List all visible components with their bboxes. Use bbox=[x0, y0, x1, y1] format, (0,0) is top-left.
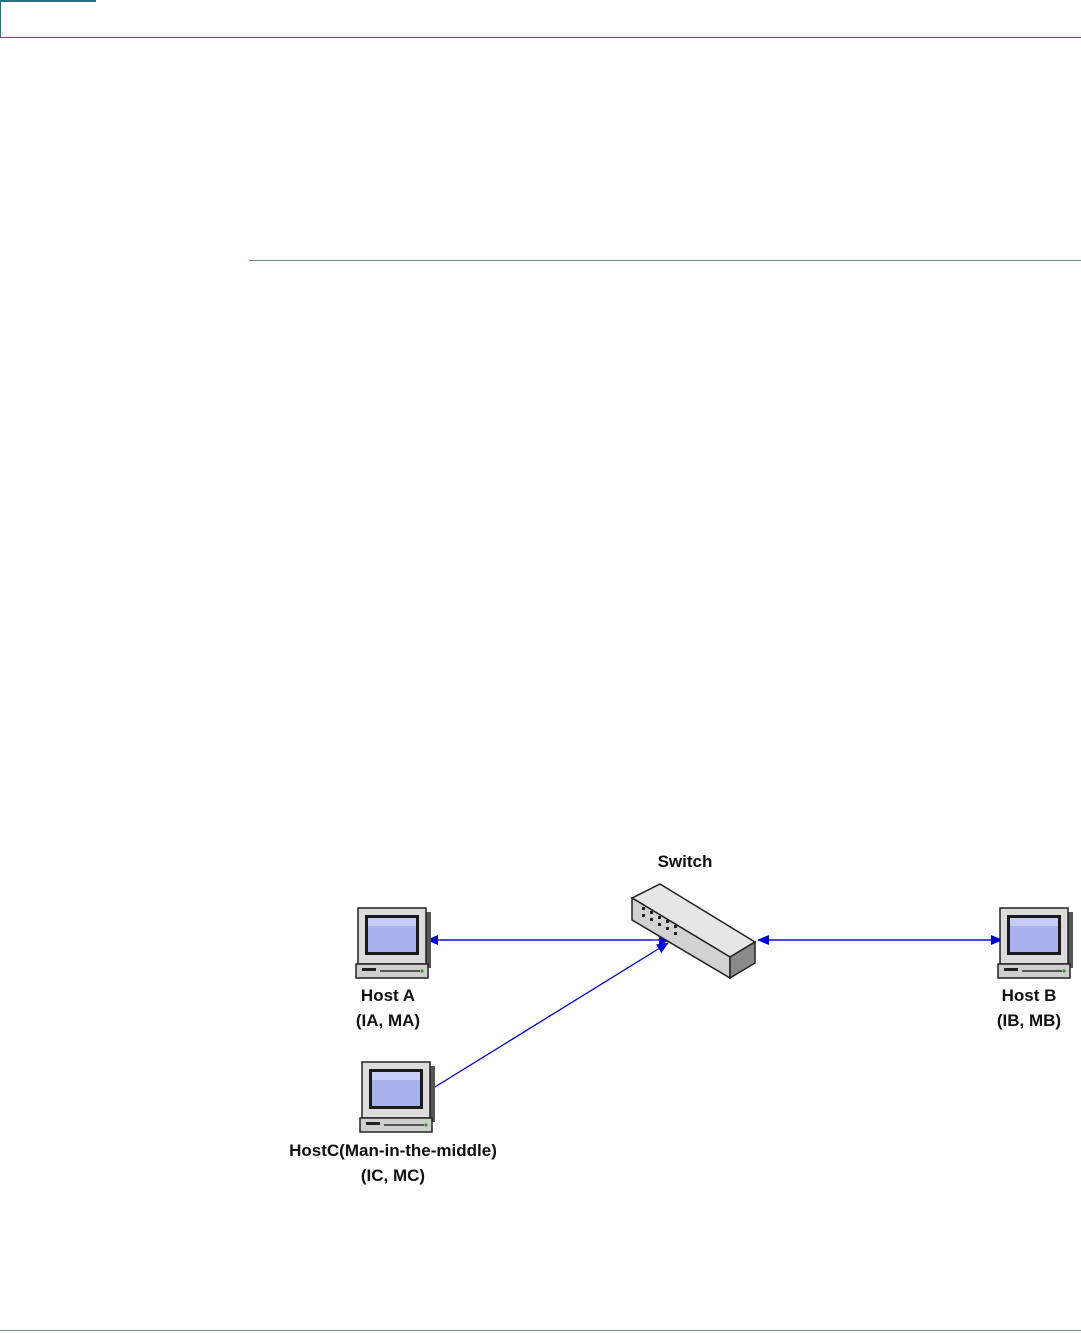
page-header-bar bbox=[0, 0, 1081, 38]
switch-label: Switch bbox=[658, 852, 713, 871]
footer-divider bbox=[0, 1330, 1081, 1331]
host-a-address: (IA, MA) bbox=[356, 1011, 420, 1030]
host-b-computer-icon bbox=[997, 907, 1074, 979]
link-switch-host-c bbox=[429, 942, 669, 1091]
host-a-name: Host A bbox=[361, 986, 415, 1005]
host-a-computer-icon bbox=[355, 907, 432, 979]
switch-icon bbox=[630, 883, 757, 980]
header-tab-marker bbox=[0, 0, 96, 2]
section-divider bbox=[249, 260, 1081, 261]
host-c-computer-icon bbox=[359, 1061, 436, 1133]
host-c-address: (IC, MC) bbox=[361, 1166, 425, 1185]
host-b-address: (IB, MB) bbox=[997, 1011, 1061, 1030]
host-c-name: HostC(Man-in-the-middle) bbox=[289, 1141, 497, 1160]
host-b-name: Host B bbox=[1002, 986, 1057, 1005]
